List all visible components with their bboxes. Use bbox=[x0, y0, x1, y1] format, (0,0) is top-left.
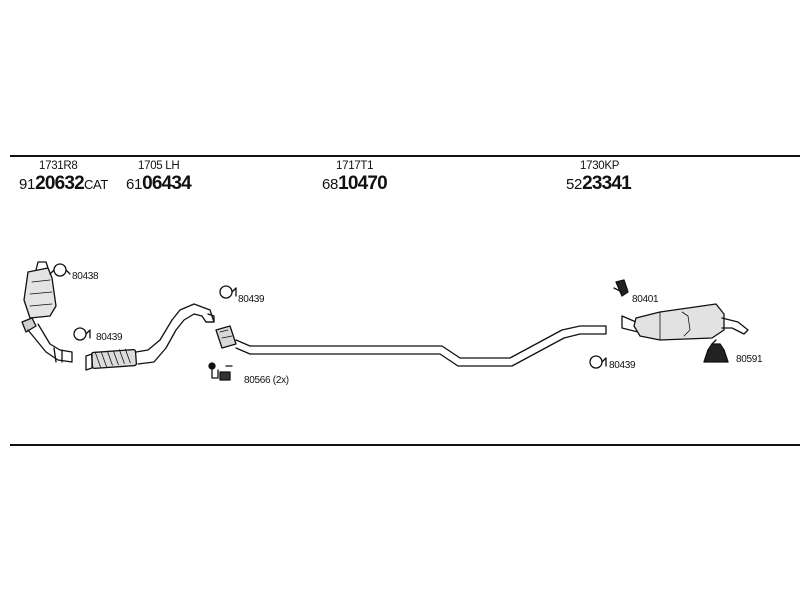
part-code: 1717T1 bbox=[336, 160, 374, 172]
clamp-icon-80439-right bbox=[589, 355, 607, 369]
component-label: 80401 bbox=[632, 294, 659, 305]
top-divider-line bbox=[10, 155, 800, 157]
component-label: 80438 bbox=[72, 271, 99, 282]
rubber-mount-icon-80591 bbox=[703, 339, 729, 363]
part-number: 9120632CAT bbox=[19, 173, 109, 194]
part-code: 1705 LH bbox=[138, 160, 180, 172]
component-label: 80566 (2x) bbox=[244, 375, 289, 386]
part-label-rear-silencer: 1730KP 5223341 bbox=[566, 160, 632, 195]
part-label-front-pipe: 1705 LH 6106434 bbox=[126, 160, 192, 195]
front-pipe-icon bbox=[85, 303, 215, 371]
component-label: 80439 bbox=[609, 360, 636, 371]
clamp-icon-80439-mid bbox=[219, 285, 237, 299]
rear-silencer-icon bbox=[621, 303, 749, 341]
part-number: 6810470 bbox=[322, 173, 388, 194]
part-code: 1731R8 bbox=[39, 160, 78, 172]
component-label: 80439 bbox=[96, 332, 123, 343]
component-label: 80439 bbox=[238, 294, 265, 305]
bottom-divider-line bbox=[10, 444, 800, 446]
part-code: 1730KP bbox=[580, 160, 620, 172]
part-number: 6106434 bbox=[126, 173, 192, 194]
rubber-mount-icon-80401 bbox=[613, 279, 629, 297]
clamp-icon-80439-left bbox=[73, 327, 91, 341]
catalytic-converter-icon bbox=[21, 261, 73, 363]
part-label-catalytic-converter: 1731R8 9120632CAT bbox=[19, 160, 108, 195]
clamp-icon-80438 bbox=[49, 263, 71, 277]
component-label: 80591 bbox=[736, 354, 763, 365]
middle-pipe-icon bbox=[215, 325, 607, 367]
part-number: 5223341 bbox=[566, 173, 632, 194]
rubber-mount-icon-80566 bbox=[208, 362, 233, 381]
part-label-middle-pipe: 1717T1 6810470 bbox=[322, 160, 388, 195]
